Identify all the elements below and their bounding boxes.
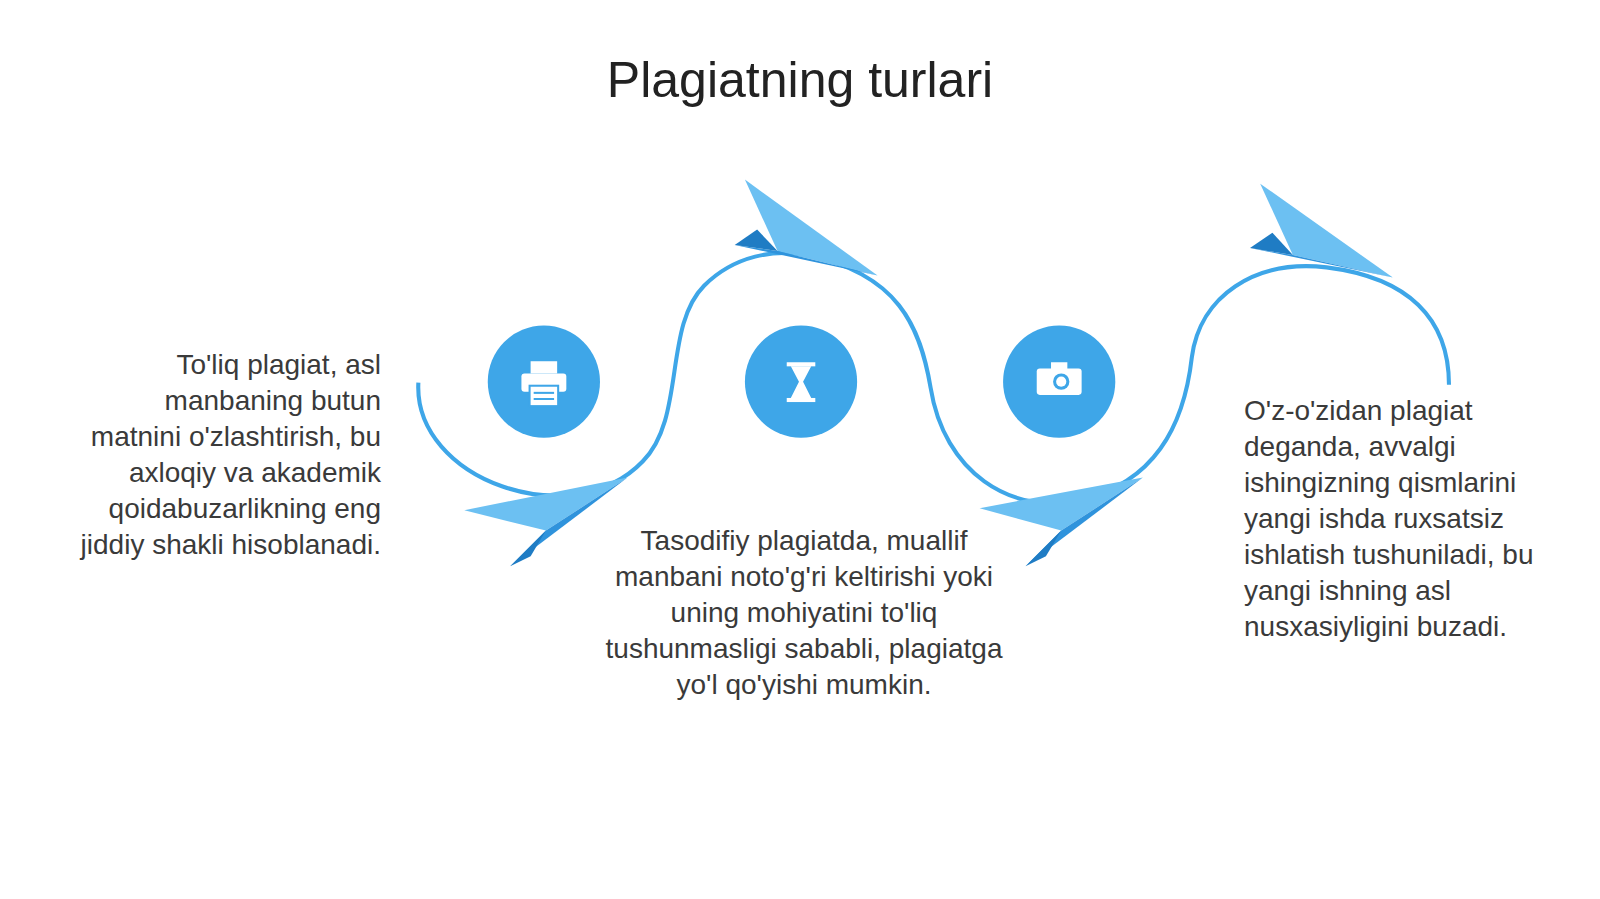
wavy-path (418, 253, 1449, 503)
paper-plane (1250, 184, 1393, 278)
slide-title: Plagiatning turlari (0, 50, 1600, 110)
description-text: To'liq plagiat, asl manbaning butun matn… (71, 347, 381, 563)
printer-icon (488, 326, 600, 438)
paper-plane (735, 180, 878, 276)
paper-plane (980, 478, 1143, 567)
hourglass-icon (745, 326, 857, 438)
paper-plane (464, 478, 627, 567)
description-text: O'z-o'zidan plagiat deganda, avvalgi ish… (1244, 393, 1574, 645)
camera-icon (1003, 326, 1115, 438)
description-text: Tasodifiy plagiatda, muallif manbani not… (594, 523, 1014, 703)
